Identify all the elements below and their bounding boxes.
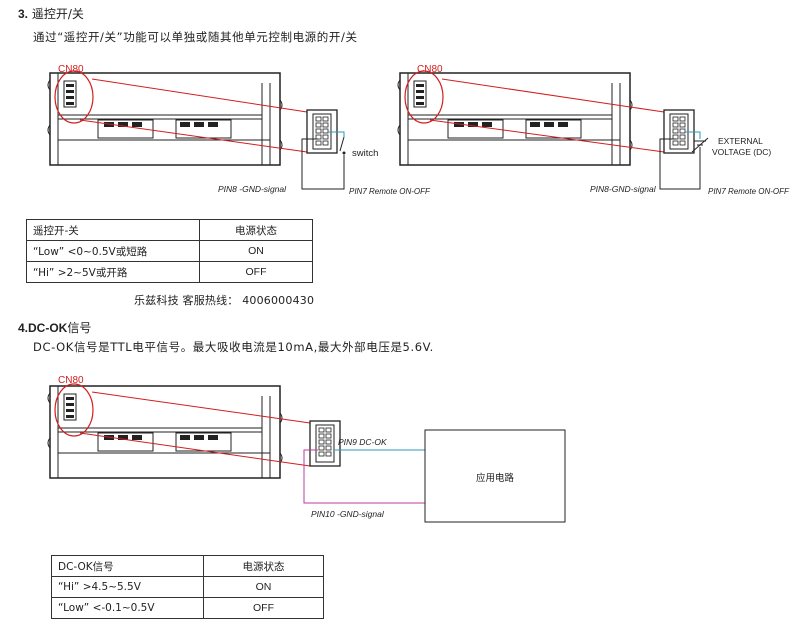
table-cell: OFF: [199, 261, 313, 283]
table-row: “Hi” >2~5V或开路 OFF: [26, 261, 313, 283]
remote-on-off-diagram: CN80 switch PIN8 -GND-signal PIN7 Remote…: [47, 64, 790, 196]
switch-label: switch: [352, 148, 378, 159]
power-supply-left: [47, 70, 283, 166]
table-header-row: DC-OK信号 电源状态: [51, 555, 324, 577]
table-header-cell: 电源状态: [203, 555, 324, 577]
table-row: “Low” <-0.1~0.5V OFF: [51, 597, 324, 619]
table-row: “Low” <0~0.5V或短路 ON: [26, 240, 313, 262]
table-cell: “Hi” >4.5~5.5V: [51, 576, 204, 598]
cn80-label-dcok: CN80: [58, 375, 84, 386]
remote-onoff-table: 遥控开-关 电源状态 “Low” <0~0.5V或短路 ON “Hi” >2~5…: [26, 219, 313, 283]
cn80-label-right: CN80: [417, 64, 443, 75]
dc-ok-table: DC-OK信号 电源状态 “Hi” >4.5~5.5V ON “Low” <-0…: [51, 555, 324, 619]
connector-zoom-right: [663, 109, 695, 154]
table-cell: “Low” <0~0.5V或短路: [26, 240, 200, 262]
section4-title: 信号: [67, 321, 92, 335]
pin9-label: PIN9 DC-OK: [338, 437, 387, 447]
section3-heading: 3. 遥控开/关: [18, 5, 84, 22]
application-circuit-box: [424, 429, 566, 523]
table-header-cell: DC-OK信号: [51, 555, 204, 577]
pin10-label: PIN10 -GND-signal: [311, 509, 385, 519]
section4-heading: 4.DC-OK信号: [18, 319, 91, 336]
connector-zoom-dcok: [309, 420, 341, 467]
external-voltage-line2: VOLTAGE (DC): [712, 147, 771, 157]
section4-title-bold: DC-OK: [28, 321, 68, 335]
section3-number: 3.: [18, 7, 29, 21]
section3-title: 遥控开/关: [31, 7, 84, 21]
pin8-label-left: PIN8 -GND-signal: [218, 184, 287, 194]
external-voltage-line1: EXTERNAL: [718, 136, 763, 146]
pin7-label-left: PIN7 Remote ON-OFF: [349, 187, 431, 196]
table-cell: “Hi” >2~5V或开路: [26, 261, 200, 283]
table-cell: ON: [199, 240, 313, 262]
section4-description: DC-OK信号是TTL电平信号。最大吸收电流是10mA,最大外部电压是5.6V.: [33, 340, 434, 354]
power-supply-dcok: [47, 383, 283, 479]
pin7-label-right: PIN7 Remote ON-OFF: [708, 187, 790, 196]
pin8-label-right: PIN8-GND-signal: [590, 184, 657, 194]
table-header-cell: 电源状态: [199, 219, 313, 241]
application-circuit-label: 应用电路: [476, 472, 515, 484]
hotline-text: 乐兹科技 客服热线： 4006000430: [134, 294, 315, 307]
table-cell: “Low” <-0.1~0.5V: [51, 597, 204, 619]
section4-number: 4.: [18, 321, 29, 335]
cn80-label-left: CN80: [58, 64, 84, 75]
section3-description: 通过“遥控开/关”功能可以单独或随其他单元控制电源的开/关: [33, 30, 358, 44]
table-row: “Hi” >4.5~5.5V ON: [51, 576, 324, 598]
dc-ok-diagram: CN80 PIN9 DC-OK PIN10 -GND-signal 应用电路: [47, 375, 566, 523]
table-header-cell: 遥控开-关: [26, 219, 200, 241]
power-supply-right: [397, 70, 633, 166]
table-cell: ON: [203, 576, 324, 598]
table-header-row: 遥控开-关 电源状态: [26, 219, 313, 241]
table-cell: OFF: [203, 597, 324, 619]
